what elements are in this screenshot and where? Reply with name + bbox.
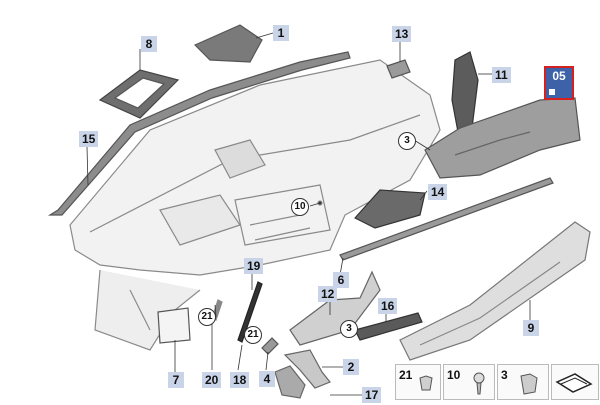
callout-12[interactable]: 12 (318, 286, 338, 302)
callout-4[interactable]: 4 (259, 371, 275, 387)
part-16-strip (354, 312, 423, 341)
legend-label-10: 10 (447, 368, 461, 382)
callout-19[interactable]: 19 (244, 258, 264, 274)
legend-label-3: 3 (501, 368, 508, 382)
circled-callout-21-left[interactable]: 21 (198, 308, 216, 326)
selected-part-badge[interactable]: 05 (544, 66, 574, 100)
callout-2[interactable]: 2 (343, 359, 359, 375)
callout-16[interactable]: 16 (378, 298, 398, 314)
part-17-trim (274, 365, 306, 399)
bracket-clip-icon (520, 373, 538, 395)
part-11-panel (451, 51, 479, 133)
callout-1[interactable]: 1 (273, 25, 289, 41)
circled-callout-21-right[interactable]: 21 (244, 326, 262, 344)
circled-callout-3-lower[interactable]: 3 (340, 320, 358, 338)
part-1-cover (193, 24, 263, 63)
callout-6[interactable]: 6 (333, 272, 349, 288)
part-14-bracket (354, 189, 426, 229)
badge-marker-icon (549, 89, 555, 95)
callout-15[interactable]: 15 (79, 131, 99, 147)
screw-icon (473, 372, 485, 395)
callout-13[interactable]: 13 (392, 26, 412, 42)
circled-callout-10[interactable]: 10 (291, 198, 309, 216)
callout-9[interactable]: 9 (523, 320, 539, 336)
callout-14[interactable]: 14 (428, 184, 448, 200)
callout-18[interactable]: 18 (230, 372, 250, 388)
callout-8[interactable]: 8 (141, 36, 157, 52)
part-6-rod (339, 177, 554, 261)
callout-20[interactable]: 20 (202, 372, 222, 388)
part-15-strip (47, 51, 351, 216)
part-7-vent (157, 307, 191, 344)
part-4-clip (261, 337, 279, 355)
callout-11[interactable]: 11 (492, 67, 511, 83)
callout-7[interactable]: 7 (168, 372, 184, 388)
part-9-trim (399, 221, 591, 361)
part-13-vent (386, 59, 411, 79)
pad-icon (555, 373, 593, 393)
legend-label-21: 21 (399, 368, 413, 382)
legend-cell-21[interactable] (395, 364, 441, 400)
clip-icon (419, 375, 433, 391)
callout-17[interactable]: 17 (362, 387, 382, 403)
part-18-strip (237, 281, 263, 343)
part-2-cover (283, 349, 331, 389)
right-trim-panel (424, 97, 581, 179)
circled-callout-3-upper[interactable]: 3 (398, 132, 416, 150)
badge-label: 05 (552, 69, 566, 83)
